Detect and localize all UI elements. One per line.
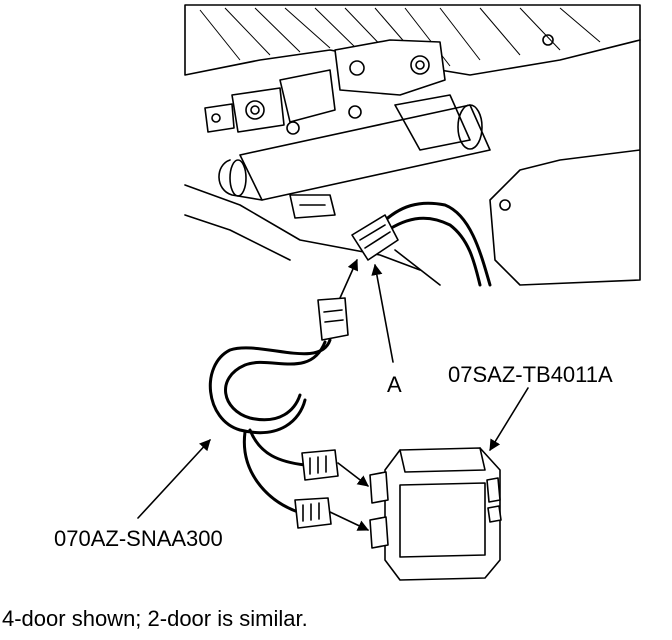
- extension-harness: [208, 297, 349, 529]
- leader-lines: [137, 258, 529, 531]
- connect-arrow-top: [339, 258, 358, 299]
- vehicle-dashboard-structure: [184, 4, 641, 286]
- callout-harness-part: 070AZ-SNAA300: [54, 526, 223, 551]
- leader-module: [489, 387, 529, 451]
- callout-a: A: [387, 372, 402, 397]
- callout-module-part: 07SAZ-TB4011A: [448, 362, 613, 387]
- connect-arrow-lower: [329, 511, 370, 531]
- leader-a: [371, 263, 394, 363]
- vehicle-harness: [351, 201, 492, 287]
- remote-start-module: [369, 447, 502, 581]
- connect-arrow-upper: [337, 462, 369, 487]
- figure-caption: 4-door shown; 2-door is similar.: [2, 606, 308, 631]
- leader-harness: [137, 439, 211, 519]
